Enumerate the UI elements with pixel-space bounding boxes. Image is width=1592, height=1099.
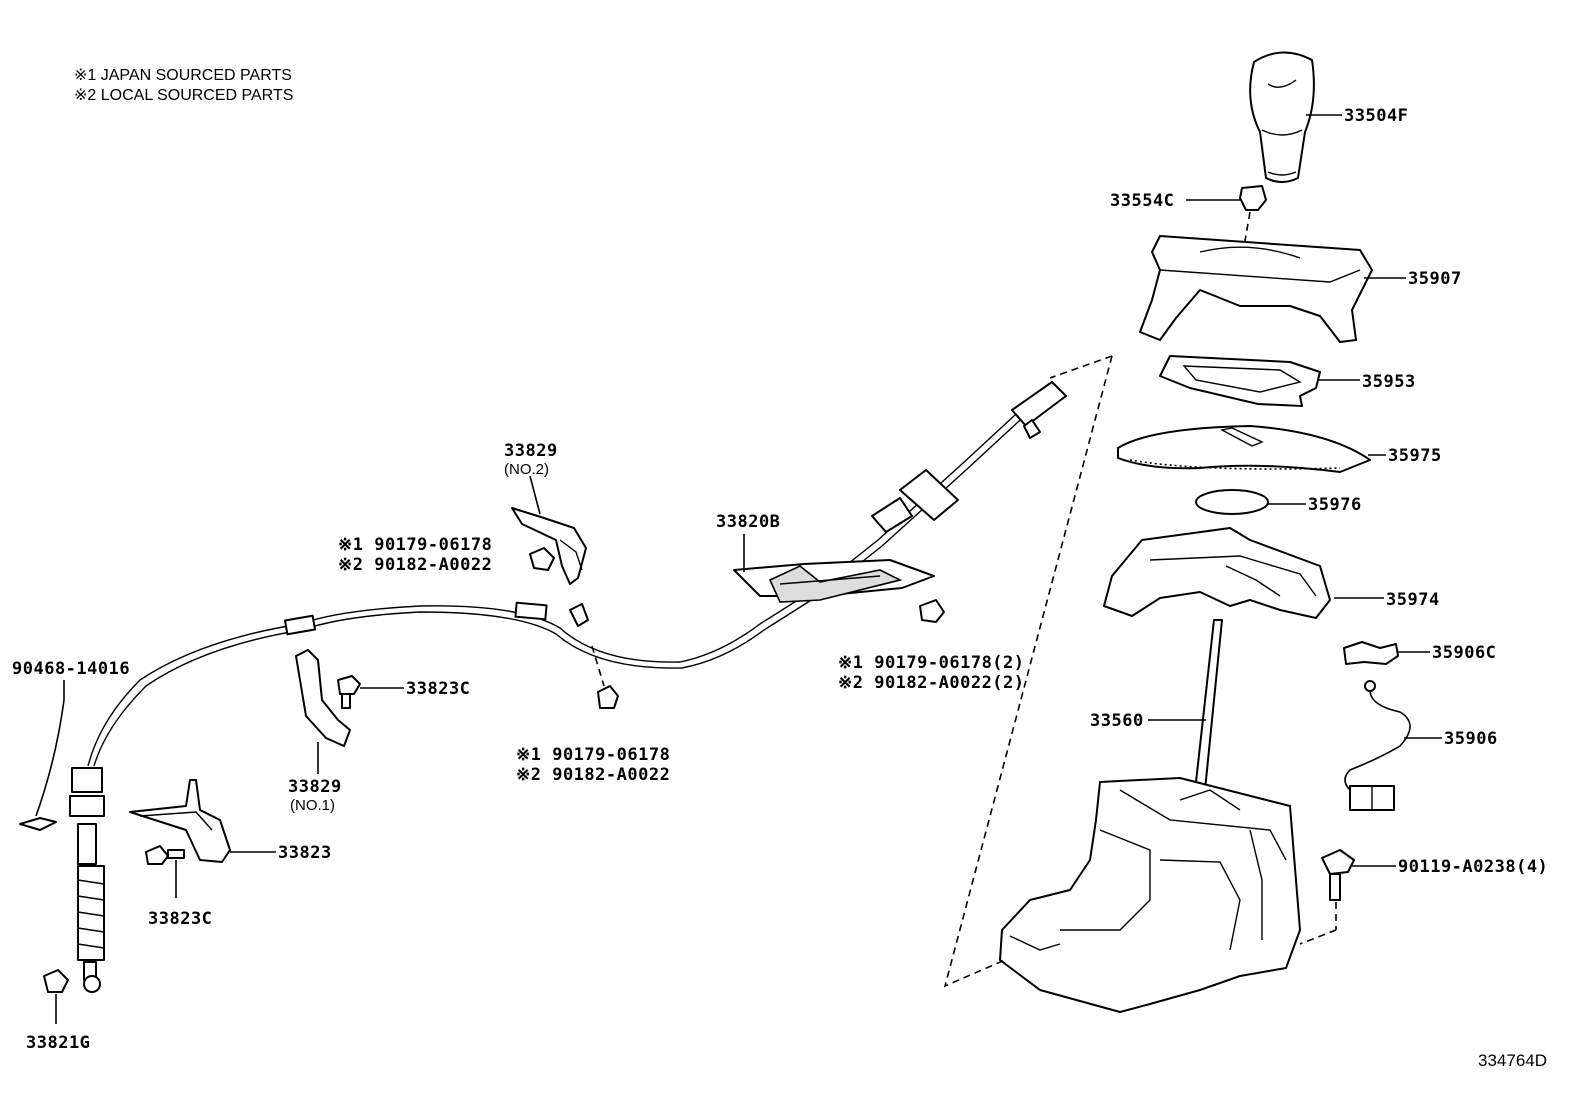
nut-b xyxy=(597,685,619,709)
label-35976: 35976 xyxy=(1308,495,1362,515)
nut-33821G xyxy=(43,969,69,993)
wire-harness-35906 xyxy=(1344,680,1411,811)
label-33820B: 33820B xyxy=(716,512,780,532)
label-33821G: 33821G xyxy=(26,1033,90,1053)
label-35906: 35906 xyxy=(1444,729,1498,749)
plate-35953 xyxy=(1159,355,1321,407)
plate-35975 xyxy=(1117,425,1371,473)
shift-cover-35907 xyxy=(1139,235,1373,343)
indicator-housing-35974 xyxy=(1103,527,1331,619)
label-33823C-upper: 33823C xyxy=(406,679,470,699)
label-nutA-1: ※1 90179-06178 xyxy=(338,535,492,555)
label-nutB-1: ※1 90179-06178 xyxy=(516,745,670,765)
label-35974: 35974 xyxy=(1386,590,1440,610)
clip-90468 xyxy=(19,817,57,831)
shift-knob xyxy=(1249,51,1315,183)
label-33504F: 33504F xyxy=(1344,106,1408,126)
diagram-number: 334764D xyxy=(1478,1051,1547,1070)
label-35906C: 35906C xyxy=(1432,643,1496,663)
label-35907: 35907 xyxy=(1408,269,1462,289)
cable-bracket-33820B xyxy=(733,559,935,603)
bracket-33829-no2 xyxy=(511,507,587,585)
nut-a xyxy=(529,547,555,571)
label-33823: 33823 xyxy=(278,843,332,863)
label-35953: 35953 xyxy=(1362,372,1416,392)
bracket-33823 xyxy=(129,779,231,863)
label-35975: 35975 xyxy=(1388,446,1442,466)
label-33829-no2-sub: (NO.2) xyxy=(504,461,549,478)
bracket-35906C xyxy=(1343,641,1399,665)
label-33829-no1: 33829 xyxy=(288,777,342,797)
bracket-33829-no1 xyxy=(295,649,351,747)
label-33560: 33560 xyxy=(1090,711,1144,731)
label-nutC-2: ※2 90182-A0022(2) xyxy=(838,673,1025,693)
label-nutB-2: ※2 90182-A0022 xyxy=(516,765,670,785)
label-33829-no2: 33829 xyxy=(504,441,558,461)
bolt-90119 xyxy=(1321,849,1355,901)
clip-33554C xyxy=(1239,185,1267,211)
label-nutC-1: ※1 90179-06178(2) xyxy=(838,653,1025,673)
nut-c xyxy=(919,599,945,623)
label-33823C-lower: 33823C xyxy=(148,909,212,929)
shift-cable xyxy=(69,381,1067,993)
label-90119: 90119-A0238(4) xyxy=(1398,857,1548,877)
note-local-sourced: ※2 LOCAL SOURCED PARTS xyxy=(74,87,293,104)
label-90468: 90468-14016 xyxy=(12,659,130,679)
note-japan-sourced: ※1 JAPAN SOURCED PARTS xyxy=(74,67,292,84)
shift-lever-assembly-33560 xyxy=(999,619,1301,1013)
label-33554C: 33554C xyxy=(1110,191,1174,211)
label-33829-no1-sub: (NO.1) xyxy=(290,797,335,814)
bolt-33823C-lower xyxy=(145,845,185,865)
bolt-33823C-upper xyxy=(337,675,361,709)
seal-35976 xyxy=(1195,489,1269,515)
label-nutA-2: ※2 90182-A0022 xyxy=(338,555,492,575)
